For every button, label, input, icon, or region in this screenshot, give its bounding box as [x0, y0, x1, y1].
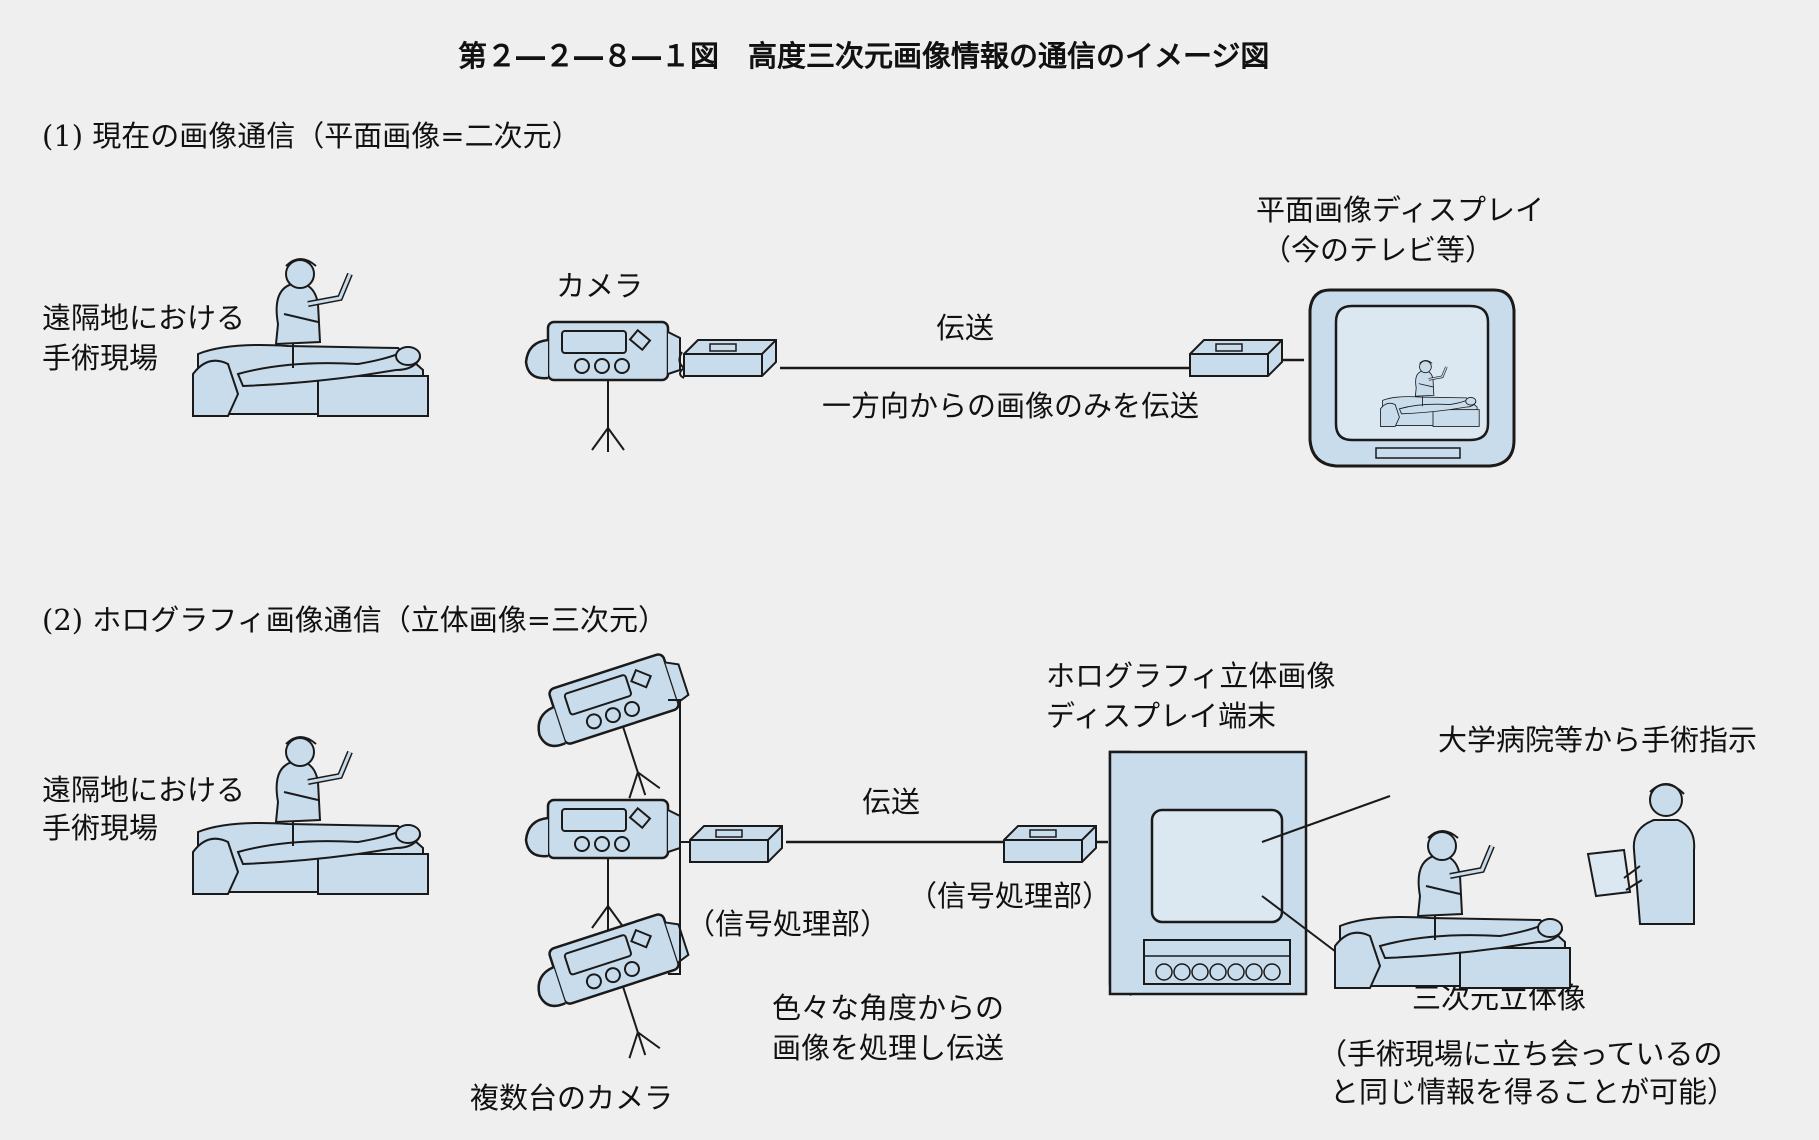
s2-holographic-terminal [1110, 752, 1306, 994]
instructing-doctor [1588, 784, 1694, 924]
s2-processor-left [690, 826, 782, 862]
s1-tv-display [1310, 290, 1514, 466]
s1-processor-right [1190, 340, 1282, 376]
s2-camera-bottom [527, 909, 714, 1080]
s1-camera [526, 322, 680, 452]
s1-surgery-scene [193, 259, 428, 416]
s2-processor-right [1004, 826, 1096, 862]
s2-camera-middle [526, 800, 680, 930]
s2-stereo-scene [1335, 831, 1570, 988]
s2-camera-top [527, 649, 714, 820]
s1-processor-left [684, 340, 776, 376]
s2-surgery-scene [193, 737, 428, 894]
